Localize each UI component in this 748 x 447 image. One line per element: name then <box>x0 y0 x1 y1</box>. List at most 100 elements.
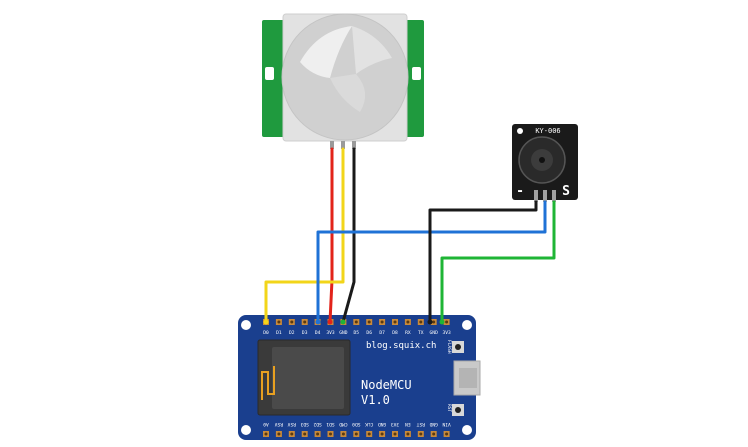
pir-pin-out <box>341 141 345 149</box>
pcb-mount-hole-tl <box>241 320 251 330</box>
top-header-pin-hole-13 <box>432 320 436 324</box>
pir-connector-pins <box>330 141 356 149</box>
bottom-header-pin-label-7: SD0 <box>352 421 361 427</box>
bottom-header-pin-hole-14 <box>445 432 449 436</box>
top-header-pin-label-11: RX <box>405 330 411 336</box>
bottom-header-pin-label-14: VIN <box>442 421 451 427</box>
usb-port-inner <box>459 368 477 388</box>
bottom-header-pin-hole-13 <box>432 432 436 436</box>
top-header-pin-label-8: D6 <box>366 330 372 336</box>
bottom-header-pin-label-9: GND <box>378 421 387 427</box>
wire-end-d0 <box>263 319 269 325</box>
bottom-header-pin-hole-9 <box>380 432 384 436</box>
reset-button-cap <box>455 407 461 413</box>
bottom-header-pin-hole-0 <box>264 432 268 436</box>
bottom-header-pin-label-2: RSV <box>287 421 296 427</box>
wire-end-gnd-right <box>427 319 433 325</box>
top-header-pin-hole-9 <box>380 320 384 324</box>
flash-button-label: FLASH <box>446 340 452 354</box>
reset-button-label: RST <box>446 404 452 412</box>
bottom-header-pin-label-11: EN <box>405 421 411 427</box>
wire-end-3v3 <box>327 319 333 325</box>
pir-pin-gnd <box>352 141 356 149</box>
pir-lens-facet <box>352 26 392 74</box>
buzzer-sound-hole <box>539 157 545 163</box>
buzzer-minus-label: - <box>516 184 524 199</box>
bottom-header-pin-hole-3 <box>303 432 307 436</box>
bottom-header-pin-label-12: RST <box>416 421 425 427</box>
top-header-pin-label-12: TX <box>418 330 424 336</box>
pir-mount-hole-left <box>265 67 274 80</box>
bottom-header-pin-label-6: CMD <box>339 421 348 427</box>
pir-mount-hole-right <box>412 67 421 80</box>
wire-yellow-pir-out <box>264 147 345 324</box>
pir-lens-highlight <box>300 26 352 78</box>
top-header-pin-label-9: D7 <box>379 330 385 336</box>
top-header-pin-hole-11 <box>406 320 410 324</box>
pcb-mount-hole-tr <box>462 320 472 330</box>
bottom-header-pin-label-1: RSV <box>275 421 284 427</box>
buzzer-module: KY-006 - S <box>512 124 578 202</box>
top-header-pin-hole-1 <box>277 320 281 324</box>
top-header-pin-hole-12 <box>419 320 423 324</box>
buzzer-model-label: KY-006 <box>535 127 560 135</box>
buzzer-pin-vcc <box>543 190 547 202</box>
top-header-pin-label-0: D0 <box>263 330 269 336</box>
pcb-mount-hole-br <box>462 425 472 435</box>
esp8266-shield <box>272 347 344 409</box>
wire-end-d4 <box>315 319 321 325</box>
wire-black-pir-gnd <box>341 147 356 324</box>
bottom-header-pin-label-0: A0 <box>263 421 269 427</box>
bottom-header-pin-hole-2 <box>290 432 294 436</box>
bottom-header-pin-hole-5 <box>329 432 332 436</box>
top-header-pin-hole-8 <box>367 320 371 324</box>
wire-end-3v3-right <box>439 319 445 325</box>
buzzer-mount-hole <box>517 128 523 134</box>
pir-motion-sensor <box>262 13 424 142</box>
bottom-header-pin-label-13: GND <box>429 421 438 427</box>
bottom-header-pin-label-10: 3V3 <box>391 421 400 427</box>
bottom-header-pin-hole-10 <box>393 432 397 436</box>
bottom-header-pin-hole-8 <box>367 432 371 436</box>
top-header-pin-label-1: D1 <box>276 330 282 336</box>
board-version-label: V1.0 <box>361 393 390 407</box>
board-name-label: NodeMCU <box>361 378 412 392</box>
flash-button-cap <box>455 344 461 350</box>
top-header-pin-label-6: GND <box>339 330 348 336</box>
wires <box>263 147 556 325</box>
top-header-pin-hole-14 <box>445 320 449 324</box>
top-header-pin-label-5: 3V3 <box>326 330 335 336</box>
bottom-header-pin-label-5: SD1 <box>326 421 335 427</box>
pir-pin-vcc <box>330 141 334 149</box>
wire-red-pir-vcc <box>328 147 334 324</box>
website-label: blog.squix.ch <box>366 341 436 351</box>
top-header-pin-hole-7 <box>354 320 358 324</box>
bottom-header-pin-label-4: SD2 <box>313 421 322 427</box>
top-header-pin-label-10: D8 <box>392 330 398 336</box>
top-header-pin-hole-3 <box>303 320 307 324</box>
top-header-pin-label-4: D4 <box>315 330 321 336</box>
top-header-pin-label-14: 3V3 <box>442 330 451 336</box>
bottom-header-pin-label-3: SD3 <box>300 421 309 427</box>
top-header-pin-label-13: GND <box>430 330 439 336</box>
wire-end-gnd <box>340 319 346 325</box>
bottom-header-pin-hole-4 <box>316 432 320 436</box>
buzzer-signal-label: S <box>562 184 570 199</box>
buzzer-pin-signal <box>552 190 556 202</box>
buzzer-pin-minus <box>534 190 538 202</box>
top-header-pin-hole-2 <box>290 320 294 324</box>
bottom-header-pin-hole-6 <box>341 432 345 436</box>
pir-lens-facet-2 <box>330 74 366 112</box>
top-header-pin-label-3: D3 <box>302 330 308 336</box>
bottom-header-pin-label-8: CLK <box>365 421 374 427</box>
top-header-pin-label-2: D2 <box>289 330 295 336</box>
wire-black-buzzer-gnd <box>428 200 538 324</box>
bottom-header-pin-hole-12 <box>419 432 423 436</box>
bottom-header-pin-hole-7 <box>354 432 358 436</box>
pcb-mount-hole-bl <box>241 425 251 435</box>
bottom-header-pin-hole-1 <box>277 432 281 436</box>
antenna-trace-icon <box>261 366 275 400</box>
